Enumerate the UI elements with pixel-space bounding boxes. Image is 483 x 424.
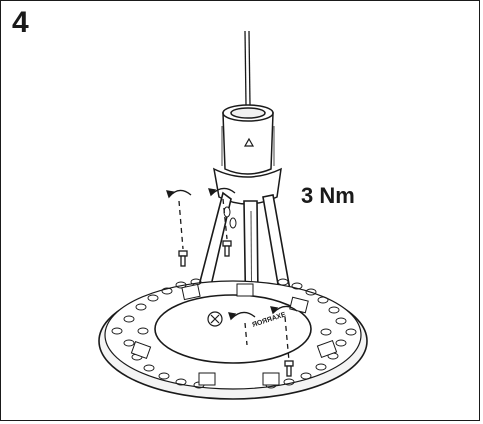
assembly-illustration: ЯОЯЯАХЕ (98, 30, 368, 400)
screw-right (270, 305, 298, 377)
screw-top (208, 187, 236, 257)
screw-icon (284, 360, 294, 377)
torque-label: 3 Nm (301, 183, 355, 208)
screw-left (166, 189, 192, 267)
screw-icon (222, 240, 232, 257)
step-number: 4 (12, 6, 29, 39)
cable-icon (244, 30, 251, 106)
screw-center (228, 311, 256, 346)
mounting-sleeve (213, 104, 282, 205)
screw-icon (178, 250, 188, 267)
led-panel: ЯОЯЯАХЕ (98, 278, 368, 400)
